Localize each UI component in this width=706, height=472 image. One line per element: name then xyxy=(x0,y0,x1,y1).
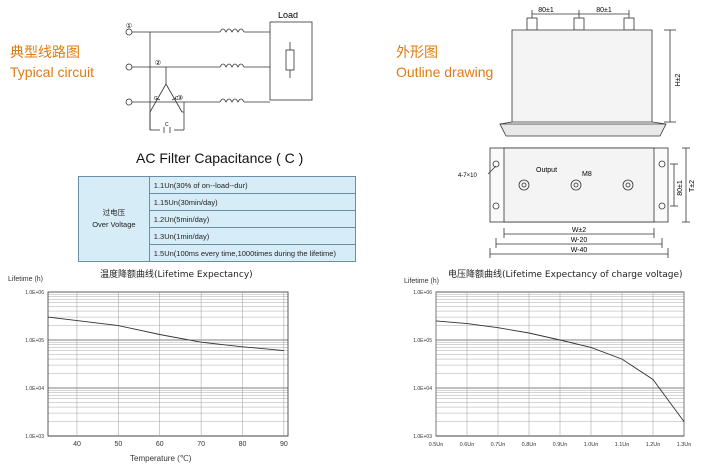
terminal-3-label: ③ xyxy=(177,94,183,102)
chart-grid xyxy=(435,291,685,437)
table-row: 1.5Un(100ms every time,1000times during … xyxy=(148,244,357,262)
table-row: 1.3Un(1min/day) xyxy=(148,227,357,245)
x-tick-label: 0.6Un xyxy=(460,442,475,448)
chart-2-title: 电压降额曲线(Lifetime Expectancy of charge vol… xyxy=(448,270,683,280)
x-tick-label: 50 xyxy=(114,441,122,448)
x-tick-label: 70 xyxy=(197,441,205,448)
x-tick-label: 1.0Un xyxy=(584,442,599,448)
height-dim: H±2 xyxy=(675,74,682,87)
top-dim-2: 80±1 xyxy=(596,7,612,14)
typical-circuit-diagram: ① ② ③ Load C C C xyxy=(125,12,313,133)
typical-circuit-title-cn: 典型线路图 xyxy=(10,45,80,61)
x-tick-label: 1.2Un xyxy=(646,442,661,448)
table-row: 1.1Un(30% of on--load--dur) xyxy=(148,176,357,194)
spec-heading: AC Filter Capacitance ( C ) xyxy=(136,150,304,166)
y-tick-label: 1.0E+03 xyxy=(25,434,44,440)
chart-1-title: 温度降额曲线(Lifetime Expectancy) xyxy=(100,270,253,280)
bottom-dim-1: W±2 xyxy=(572,227,586,234)
x-tick-label: 0.9Un xyxy=(553,442,568,448)
series-line xyxy=(47,316,284,352)
chart-grid xyxy=(47,291,289,437)
cap-label-c: C xyxy=(165,122,169,128)
x-tick-label: 40 xyxy=(73,441,81,448)
x-tick-label: 60 xyxy=(156,441,164,448)
top-dim-1: 80±1 xyxy=(538,7,554,14)
chart-1-ylabel: Lifetime (h) xyxy=(8,276,44,283)
output-label: Output xyxy=(536,167,557,174)
side-dim-2: T±2 xyxy=(689,180,696,192)
outline-title-cn: 外形图 xyxy=(396,45,438,61)
temperature-lifetime-chart: 40 50 60 70 80 90 1.0E+06 1.0E+05 1.0E+04 1.0E+03 xyxy=(25,290,289,448)
cap-label-a: C xyxy=(154,96,158,102)
x-tick-label: 80 xyxy=(239,441,247,448)
hole-label: 4-7×10 xyxy=(458,173,478,179)
table-row: 1.2Un(5min/day) xyxy=(148,210,357,228)
typical-circuit-title-en: Typical circuit xyxy=(10,64,95,80)
over-voltage-label-en: Over Voltage xyxy=(92,220,136,229)
x-tick-label: 0.8Un xyxy=(522,442,537,448)
y-tick-label: 1.0E+04 xyxy=(413,386,432,392)
voltage-lifetime-chart: 0.5Un 0.6Un 0.7Un 0.8Un 0.9Un 1.0Un 1.1Un 1.2Un… xyxy=(413,290,692,448)
outline-drawing: 80±1 80±1 H±2 4-7×10 Output M8 80±1 T±2 … xyxy=(458,7,696,258)
x-tick-label: 90 xyxy=(280,441,288,448)
cap-label-b: C xyxy=(175,96,179,102)
side-dim-1: 80±1 xyxy=(677,180,684,196)
terminal-3 xyxy=(125,98,133,106)
chart-2-ylabel: Lifetime (h) xyxy=(404,278,440,285)
terminal-2 xyxy=(125,63,133,71)
x-tick-label: 0.7Un xyxy=(491,442,506,448)
x-tick-label: 1.3Un xyxy=(677,442,692,448)
y-tick-label: 1.0E+06 xyxy=(413,290,432,296)
x-tick-label: 0.5Un xyxy=(429,442,444,448)
y-tick-label: 1.0E+03 xyxy=(413,434,432,440)
y-tick-label: 1.0E+04 xyxy=(25,386,44,392)
over-voltage-label-cell: 过电压 Over Voltage xyxy=(78,176,150,262)
terminal-1-label: ① xyxy=(126,22,132,30)
over-voltage-table: 过电压 Over Voltage 1.1Un(30% of on--load--… xyxy=(78,176,357,262)
y-tick-label: 1.0E+06 xyxy=(25,290,44,296)
terminal-2-label: ② xyxy=(155,59,161,67)
series-line xyxy=(435,320,685,422)
plot-frame xyxy=(47,291,289,437)
m8-label: M8 xyxy=(582,171,592,178)
x-tick-label: 1.1Un xyxy=(615,442,630,448)
table-row: 1.15Un(30min/day) xyxy=(148,193,357,211)
over-voltage-label-cn: 过电压 xyxy=(102,208,126,217)
bottom-dim-3: W-40 xyxy=(571,247,588,254)
chart-1-xlabel: Temperature (℃) xyxy=(130,454,192,463)
load-label: Load xyxy=(278,12,298,20)
outline-title-en: Outline drawing xyxy=(396,64,494,80)
y-tick-label: 1.0E+05 xyxy=(413,338,432,344)
y-tick-label: 1.0E+05 xyxy=(25,338,44,344)
bottom-dim-2: W-20 xyxy=(571,237,588,244)
